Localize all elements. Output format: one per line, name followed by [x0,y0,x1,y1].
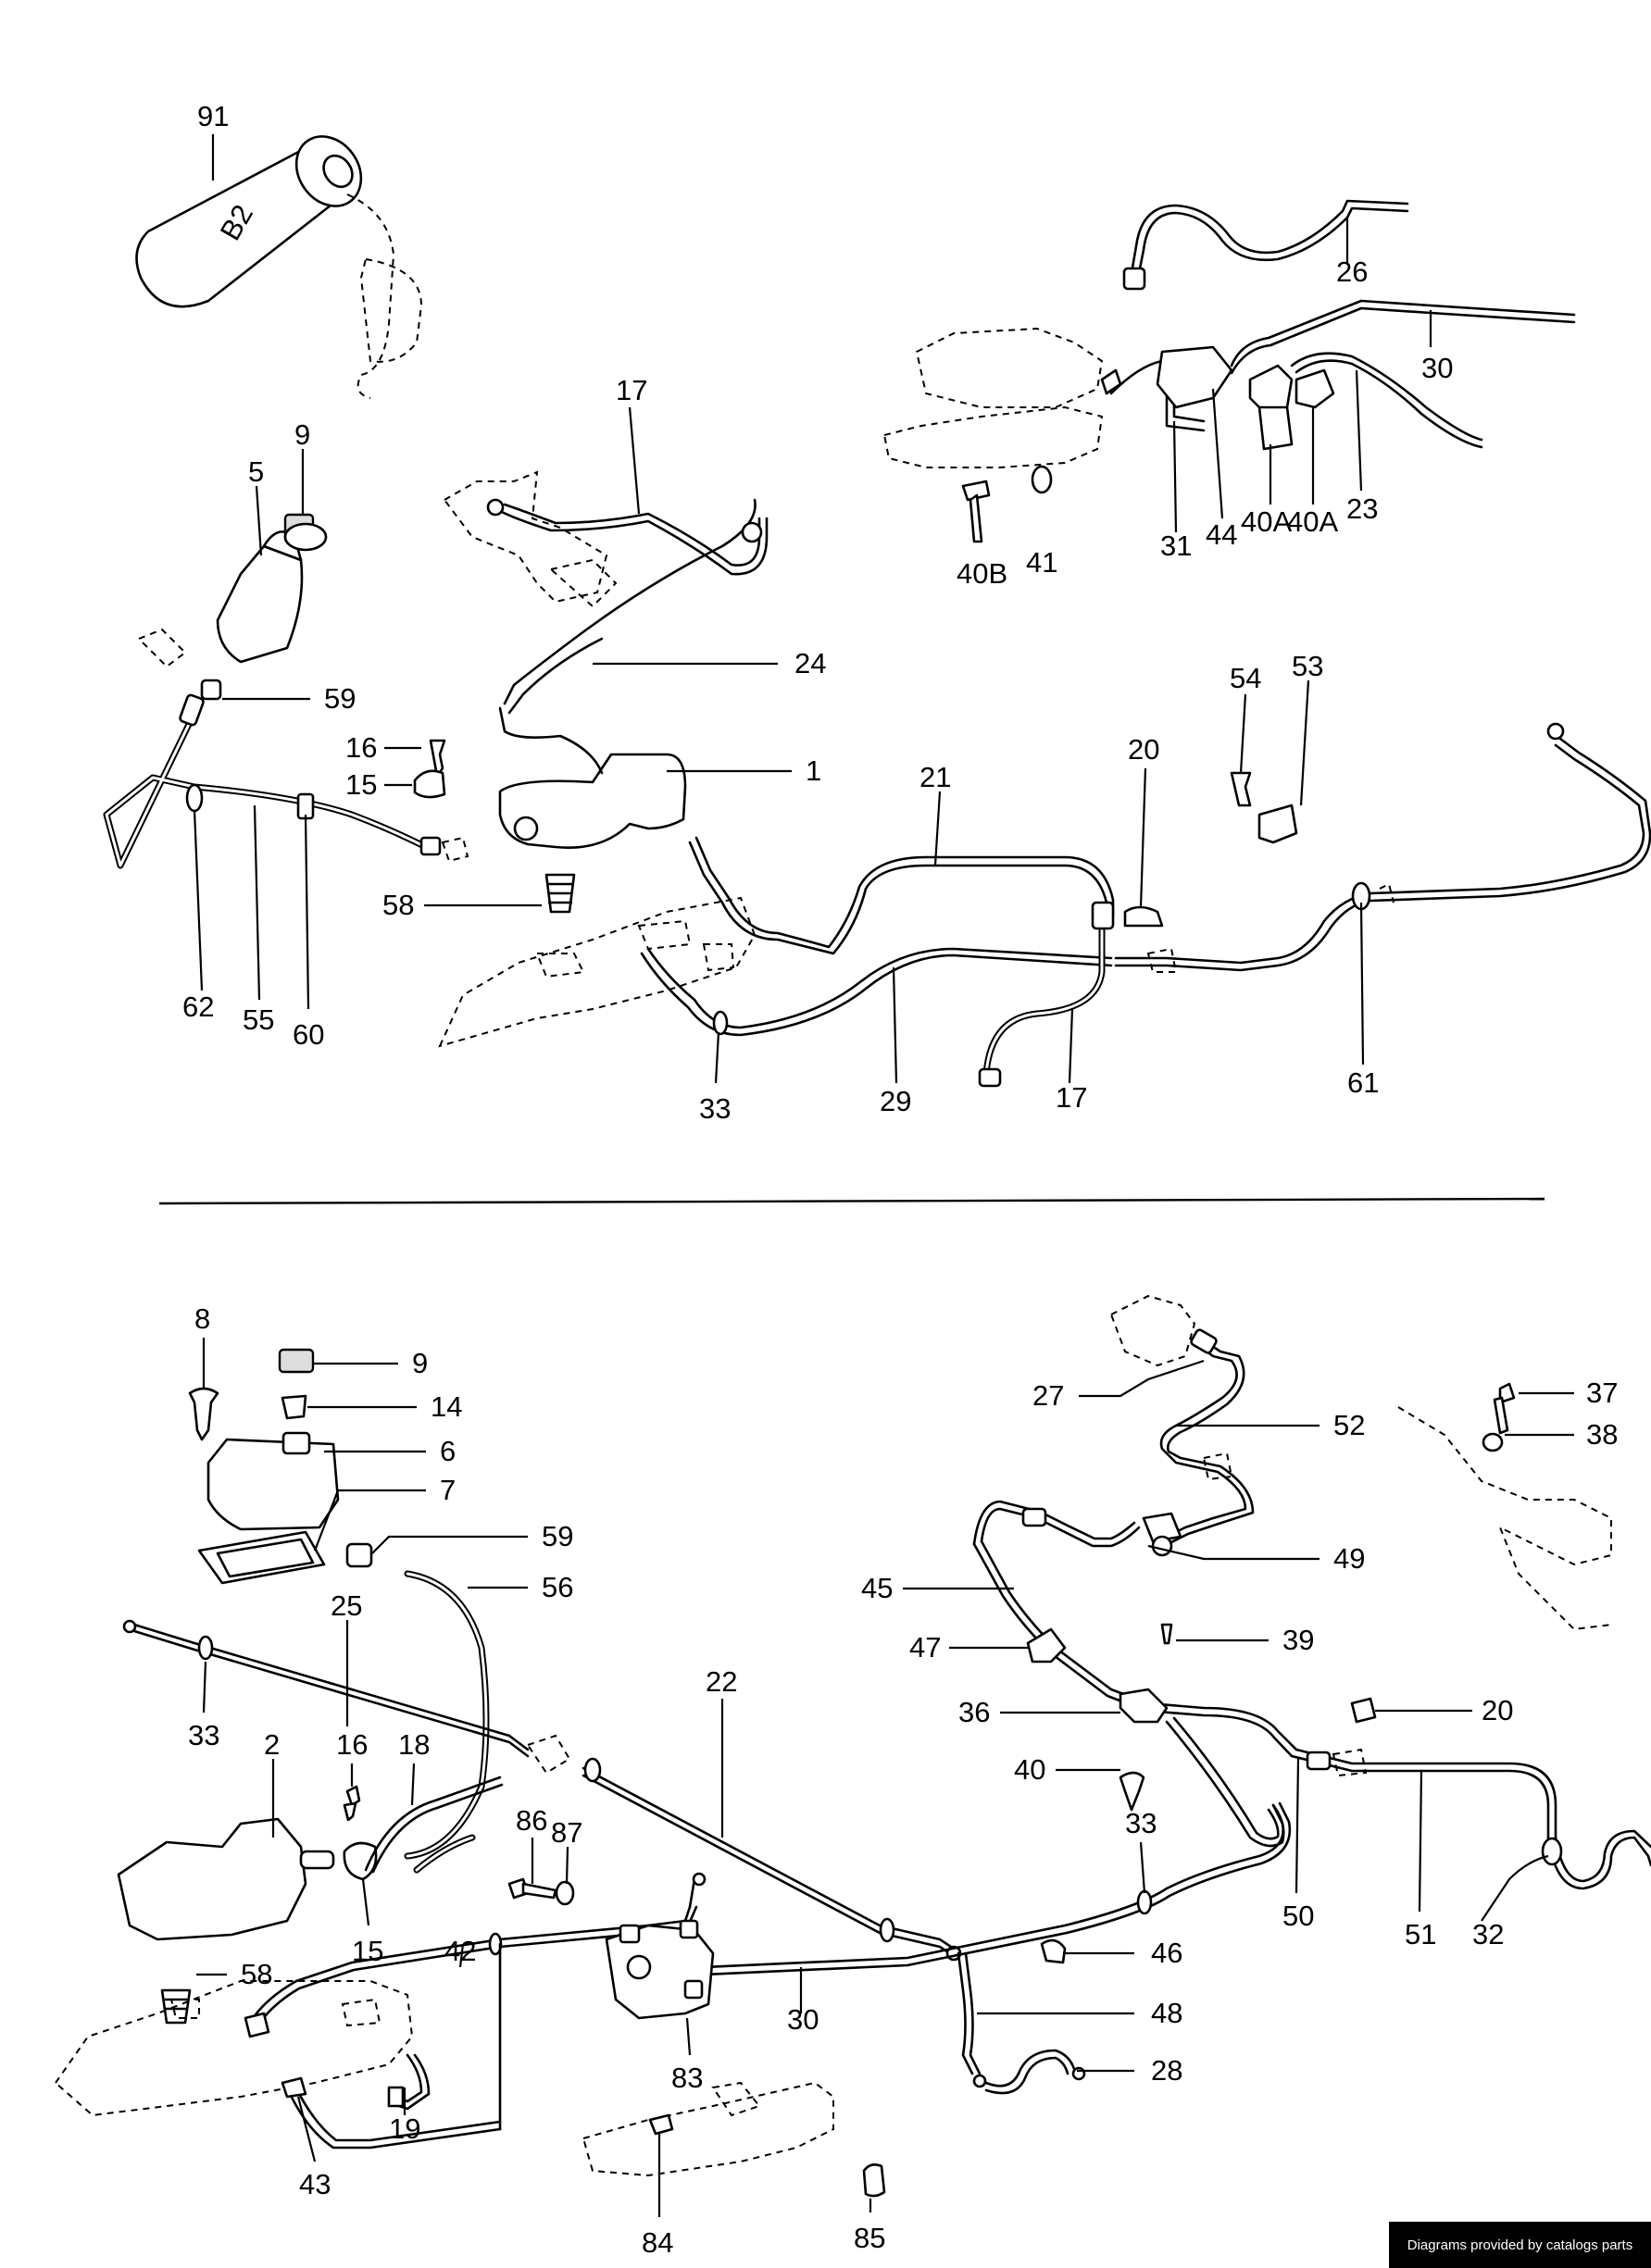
label-17-top: 17 [616,374,647,406]
label-9-top: 9 [294,418,310,451]
label-43: 43 [299,2168,331,2200]
label-87: 87 [551,1816,582,1849]
label-6: 6 [440,1435,456,1467]
label-31: 31 [1160,530,1192,562]
label-52: 52 [1333,1409,1365,1441]
label-8: 8 [194,1302,210,1335]
reservoir-part-1 [498,753,687,914]
label-5: 5 [248,455,264,488]
label-20-bottom: 20 [1482,1694,1513,1726]
line-17-24-top [443,470,769,775]
label-91: 91 [197,100,229,132]
label-60: 60 [293,1018,324,1051]
fitting-59-hose-56 [345,1542,490,1860]
label-33-right: 33 [1125,1807,1157,1839]
label-44: 44 [1206,518,1237,551]
label-50: 50 [1282,1900,1314,1932]
label-7: 7 [440,1474,456,1506]
label-56: 56 [542,1571,573,1603]
label-32: 32 [1472,1918,1504,1950]
clamp-parts-15-16 [413,739,446,799]
label-38: 38 [1586,1418,1618,1451]
label-53: 53 [1292,650,1323,682]
label-9-bottom: 9 [412,1347,428,1379]
bracket-84-85 [582,2081,886,2198]
label-25: 25 [331,1589,362,1622]
label-40: 40 [1014,1753,1045,1786]
label-19: 19 [389,2112,420,2145]
top-callouts: 91 17 26 9 5 30 31 44 40A 40A 23 40B 41 … [182,100,1453,1125]
label-40b: 40B [957,557,1007,590]
proportioning-valve-detail [882,199,1576,543]
label-84: 84 [642,2226,673,2259]
tube-assembly-55 [103,679,469,869]
label-48: 48 [1151,1997,1182,2029]
master-cylinder-top [438,722,1651,1088]
label-58-top: 58 [382,889,414,921]
label-55: 55 [243,1003,274,1036]
label-24: 24 [794,647,826,679]
label-83: 83 [671,2062,703,2094]
label-30-bottom: 30 [787,2003,819,2036]
label-15-top: 15 [345,768,377,801]
label-59-bottom: 59 [542,1520,573,1552]
reservoir-part-5 [137,513,328,668]
label-15-bottom: 15 [352,1935,383,1967]
brake-fluid-can-part-91: B2 [135,135,423,399]
label-54: 54 [1230,662,1261,694]
label-2: 2 [264,1728,280,1761]
label-26: 26 [1336,255,1368,288]
label-49: 49 [1333,1542,1365,1575]
label-14: 14 [431,1390,462,1423]
bolt-86-washer-87 [507,1877,575,1906]
label-85: 85 [854,2222,885,2254]
label-16-bottom: 16 [336,1728,368,1761]
label-51: 51 [1405,1918,1436,1950]
diagram-credit-badge: Diagrams provided by catalogs parts [1389,2222,1651,2268]
label-27: 27 [1032,1379,1064,1412]
label-1: 1 [806,754,821,787]
label-20-top: 20 [1128,733,1159,766]
label-46: 46 [1151,1937,1182,1969]
label-29: 29 [880,1085,911,1117]
reservoir-part-6-group [188,1348,340,1585]
lines-30-42-43 [244,1801,1292,2150]
reservoir-part-2 [117,1817,378,2025]
label-18: 18 [398,1728,430,1761]
label-37: 37 [1586,1377,1618,1409]
proportioning-valve-83 [605,1919,715,2020]
label-40a-2: 40A [1287,505,1338,538]
label-47: 47 [909,1631,941,1664]
label-23: 23 [1346,492,1378,525]
label-21: 21 [919,761,951,793]
label-30-top: 30 [1421,352,1453,384]
label-28: 28 [1151,2054,1182,2087]
label-45: 45 [861,1572,893,1604]
label-39: 39 [1282,1624,1314,1656]
label-16-top: 16 [345,731,377,764]
clip-parts-53-54 [1230,771,1298,844]
section-divider [158,1197,1545,1205]
label-61: 61 [1347,1066,1379,1099]
label-62: 62 [182,991,214,1023]
label-42: 42 [444,1935,476,1967]
bottom-callouts: 8 9 14 6 7 59 56 25 33 2 16 18 22 86 87 … [188,1302,1618,2259]
label-59-top: 59 [324,682,356,715]
label-86: 86 [516,1804,547,1837]
master-cylinder-bottom [54,1980,414,2117]
label-58-bottom: 58 [241,1958,272,1990]
label-40a-1: 40A [1241,505,1292,538]
label-33-top: 33 [699,1092,731,1125]
right-line-assembly [957,1294,1651,2095]
label-41: 41 [1026,546,1057,579]
label-36: 36 [958,1696,990,1728]
label-22: 22 [706,1665,737,1698]
label-33-left: 33 [188,1719,219,1751]
lines-22-25 [122,1619,962,1962]
label-17-bottom: 17 [1056,1081,1087,1114]
